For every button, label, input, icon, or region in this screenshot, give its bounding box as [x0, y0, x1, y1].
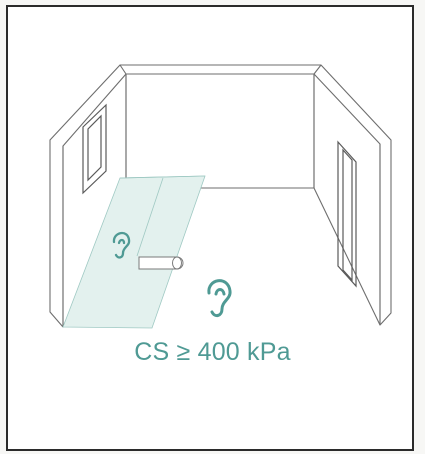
ear-icon	[112, 231, 131, 259]
back-wall	[125, 73, 315, 189]
mat-roll	[138, 256, 184, 270]
window	[82, 103, 107, 195]
ear-icon	[207, 279, 232, 318]
door	[337, 140, 357, 288]
compressive-strength-label: CS ≥ 400 kPa	[134, 338, 291, 366]
underlay-mat	[62, 175, 206, 329]
